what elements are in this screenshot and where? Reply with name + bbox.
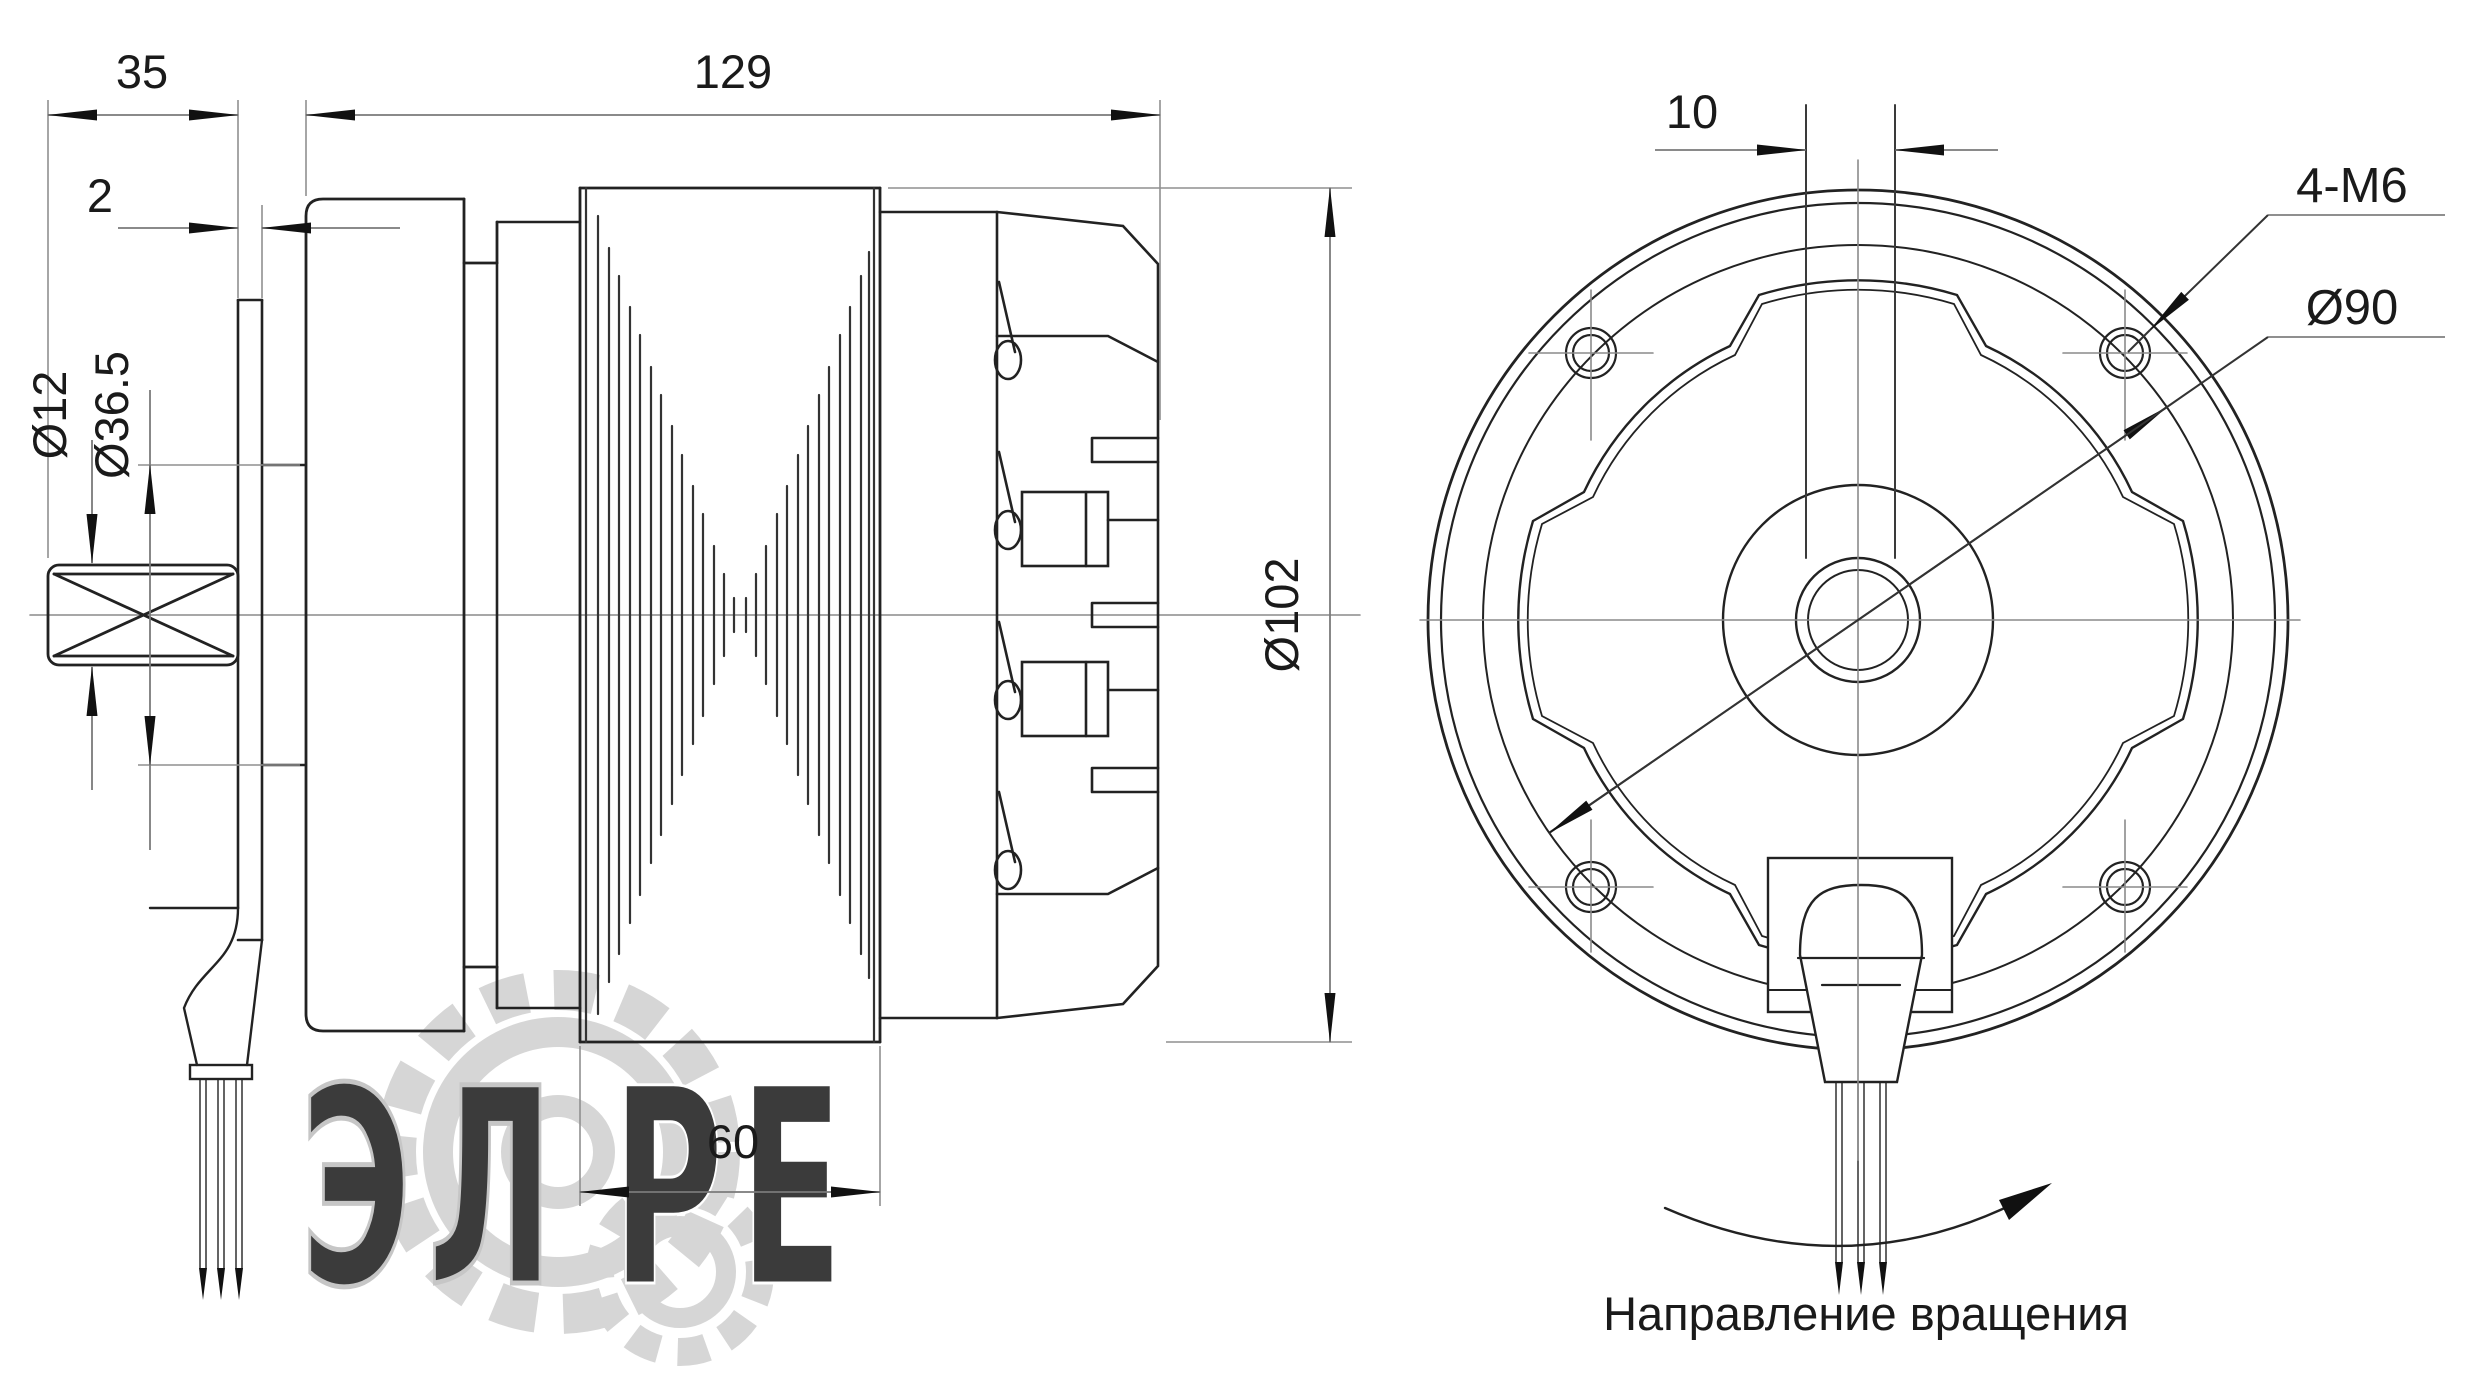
watermark-gear-large-icon	[376, 970, 740, 1334]
dim-text-boss-diameter: Ø36.5	[85, 351, 138, 479]
extension-lines	[47, 100, 1352, 1206]
dim-text-fin-length: 60	[707, 1115, 759, 1168]
dim-text-shaft-diameter: Ø12	[23, 371, 76, 460]
cable-boot	[148, 906, 264, 1081]
side-dimensions: 35 129 2 Ø12 Ø36.5 Ø102 60	[23, 45, 1352, 1206]
front-cable-boot	[1798, 883, 1924, 1084]
lead-wires	[199, 1078, 243, 1300]
mounting-holes	[1528, 289, 2188, 953]
key-slot-lines	[1805, 104, 1896, 559]
front-lead-wires	[1835, 1081, 1887, 1295]
leader-4m6: 4-M6	[2127, 159, 2445, 353]
front-housing	[304, 197, 499, 1033]
label-bolt-circle: Ø90	[2306, 281, 2399, 335]
terminal-box	[1766, 856, 1954, 1084]
dim-text-shaft-length: 35	[116, 45, 168, 98]
dim-text-key-width: 10	[1666, 85, 1718, 138]
flange-plate	[236, 298, 264, 942]
fin-section	[578, 186, 882, 1044]
shaft-outline	[46, 563, 240, 667]
watermark-text-left: ЭЛ	[300, 1030, 570, 1347]
label-mounting-holes: 4-M6	[2296, 159, 2408, 213]
rotation-direction-label: Направление вращения	[1603, 1287, 2129, 1340]
watermark-text-right: РЕ	[612, 1030, 859, 1347]
watermark-gear-small-icon	[586, 1178, 774, 1366]
front-dimensions: 10 4-M6 Ø90 Направление вращения	[1548, 85, 2445, 1340]
dim-text-flange-thickness: 2	[87, 169, 113, 222]
side-view	[29, 186, 1361, 1300]
shoulder-ring	[495, 220, 582, 1010]
dim-text-total-length: 129	[694, 45, 772, 98]
dim-text-body-diameter: Ø102	[1255, 558, 1308, 673]
front-centerlines	[1419, 159, 2301, 1161]
leader-d90: Ø90	[1548, 281, 2445, 834]
cooling-fins	[584, 186, 876, 1044]
flange-contour	[1517, 279, 2199, 961]
rear-housing	[878, 210, 1160, 1020]
front-view	[1419, 104, 2301, 1295]
rotation-arrow	[1663, 1183, 2052, 1248]
